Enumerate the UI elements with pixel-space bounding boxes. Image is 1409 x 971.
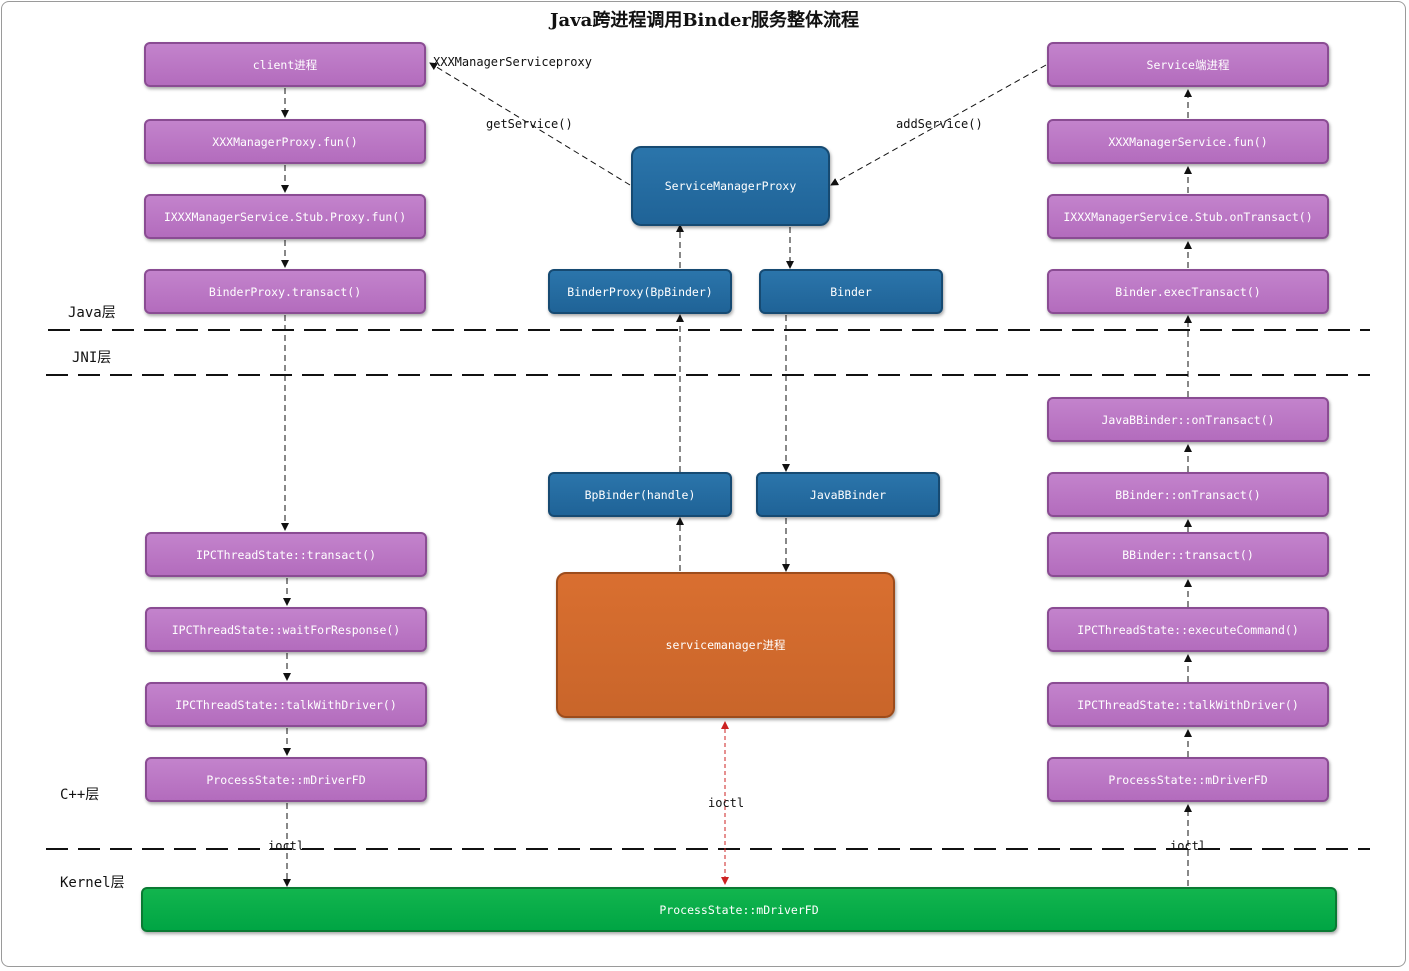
layer-label-jni: JNI层 <box>72 350 112 366</box>
diagram-title: Java跨进程调用Binder服务整体流程 <box>550 10 859 31</box>
label-ioctl-left: ioctl <box>268 839 305 853</box>
binder-proxy-box: BinderProxy(BpBinder) <box>548 269 732 314</box>
binder-box: Binder <box>759 269 943 314</box>
layer-label-java: Java层 <box>68 305 116 321</box>
client-binderproxy-transact-box: BinderProxy.transact() <box>144 269 426 314</box>
layer-separators <box>46 329 1370 850</box>
service-exec-transact-box: Binder.execTransact() <box>1047 269 1329 314</box>
client-proxy-fun-box: XXXManagerProxy.fun() <box>144 119 426 164</box>
service-stub-ontransact-box: IXXXManagerService.Stub.onTransact() <box>1047 194 1329 239</box>
service-fun-box: XXXManagerService.fun() <box>1047 119 1329 164</box>
service-ipc-execute-box: IPCThreadState::executeCommand() <box>1047 607 1329 652</box>
client-stub-proxy-fun-box: IXXXManagerService.Stub.Proxy.fun() <box>144 194 426 239</box>
client-ipc-wait-box: IPCThreadState::waitForResponse() <box>145 607 427 652</box>
service-process-box: Service端进程 <box>1047 42 1329 87</box>
java-bbinder-box: JavaBBinder <box>756 472 940 517</box>
service-bbinder-ontransact-box: BBinder::onTransact() <box>1047 472 1329 517</box>
service-ipc-talk-box: IPCThreadState::talkWithDriver() <box>1047 682 1329 727</box>
client-process-box: client进程 <box>144 42 426 87</box>
layer-label-cpp: C++层 <box>60 787 100 803</box>
label-ioctl-right: ioctl <box>1170 839 1207 853</box>
label-ioctl-middle: ioctl <box>708 796 745 810</box>
label-get-service: getService() <box>486 117 573 131</box>
bp-binder-box: BpBinder(handle) <box>548 472 732 517</box>
servicemanager-process-box: servicemanager进程 <box>556 572 895 718</box>
kernel-driver-fd-box: ProcessState::mDriverFD <box>141 887 1337 932</box>
service-bbinder-transact-box: BBinder::transact() <box>1047 532 1329 577</box>
service-driver-fd-box: ProcessState::mDriverFD <box>1047 757 1329 802</box>
service-manager-proxy-box: ServiceManagerProxy <box>631 146 830 226</box>
label-add-service: addService() <box>896 117 983 131</box>
client-ipc-talk-box: IPCThreadState::talkWithDriver() <box>145 682 427 727</box>
label-service-proxy: XXXManagerServiceproxy <box>433 55 592 69</box>
arrow-smp-to-client <box>429 62 631 186</box>
client-ipc-transact-box: IPCThreadState::transact() <box>145 532 427 577</box>
layer-label-kernel: Kernel层 <box>60 875 125 891</box>
service-javabbinder-ontransact-box: JavaBBinder::onTransact() <box>1047 397 1329 442</box>
arrow-service-to-smp <box>830 64 1047 186</box>
client-driver-fd-box: ProcessState::mDriverFD <box>145 757 427 802</box>
